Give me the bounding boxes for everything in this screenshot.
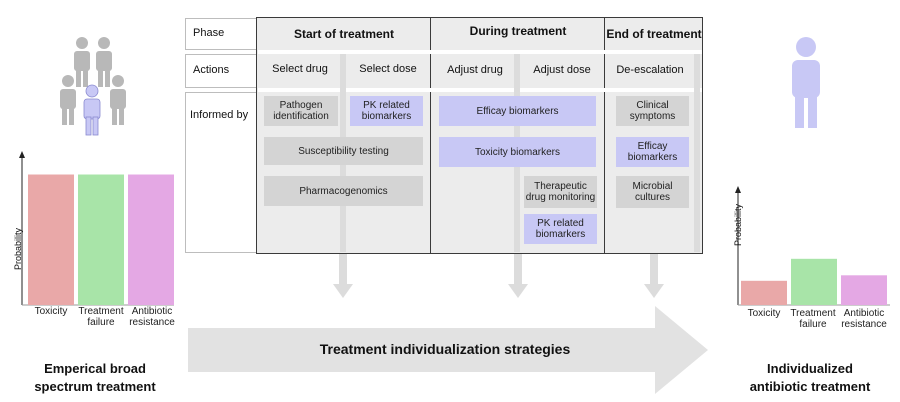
down-arrow-icon [508,254,528,298]
y-axis-arrow-icon [19,151,25,158]
action-adjust-drug: Adjust drug [447,64,503,76]
box-efficacy-biomarkers-end: Efficay biomarkers [616,137,689,167]
box-microbial-cultures: Microbial cultures [616,176,689,208]
box-therapeutic-drug-monitoring: Therapeutic drug monitoring [524,176,597,208]
phase-title-start: Start of treatment [293,27,394,41]
phase-title-end: End of treatment [606,27,702,41]
left-ylabel: Probability [13,227,23,271]
probability-bar [78,174,124,305]
action-deescalation: De-escalation [616,64,684,76]
box-susceptibility-testing: Susceptibility testing [264,137,423,165]
person-highlight-icon [83,84,101,136]
action-adjust-dose: Adjust dose [533,64,591,76]
down-arrow-icon [644,254,664,298]
left-chart: Probability [0,140,190,340]
person-icon [96,37,112,87]
right-chart: Probability [720,160,900,310]
strategies-arrow-shape [188,306,708,394]
row-header-phase [185,18,257,50]
row-gap [258,50,702,54]
box-pathogen-identification: Pathogen identification [264,96,338,126]
box-pk-biomarkers-during: PK related biomarkers [524,214,597,244]
box-clinical-symptoms: Clinical symptoms [616,96,689,126]
strategies-arrow-label: Treatment individualization strategies [319,341,571,357]
right-chart-svg [735,186,890,306]
box-pharmacogenomics: Pharmacogenomics [264,176,423,206]
person-icon [110,75,126,125]
person-icon [60,75,76,125]
action-select-drug: Select drug [272,63,328,75]
person-icon [74,37,90,87]
y-axis-arrow-icon [735,186,741,193]
column-strip [694,54,700,252]
box-efficacy-biomarkers: Efficay biomarkers [439,96,596,126]
box-pk-biomarkers-start: PK related biomarkers [350,96,423,126]
row-label-phase: Phase [193,27,225,39]
left-chart-svg [19,151,174,306]
panel-end-of-treatment [604,17,703,254]
row-label-informed-by: Informed by [190,109,249,121]
row-header-actions [185,54,257,88]
right-ylabel: Probability [733,203,743,247]
people-group-icon [60,37,126,136]
probability-bar [841,275,887,305]
probability-bar [791,258,837,305]
action-select-dose: Select dose [359,63,417,75]
probability-bar [128,174,174,305]
probability-bar [28,174,74,305]
right-bar-label-toxicity: Toxicity [747,308,781,319]
probability-bar [741,280,787,305]
box-toxicity-biomarkers: Toxicity biomarkers [439,137,596,167]
row-gap [258,88,702,92]
row-label-actions: Actions [193,64,230,76]
down-arrow-icon [333,254,353,298]
left-bar-label-toxicity: Toxicity [34,306,68,317]
phase-title-during: During treatment [469,24,567,38]
individual-person-icon [792,37,820,128]
